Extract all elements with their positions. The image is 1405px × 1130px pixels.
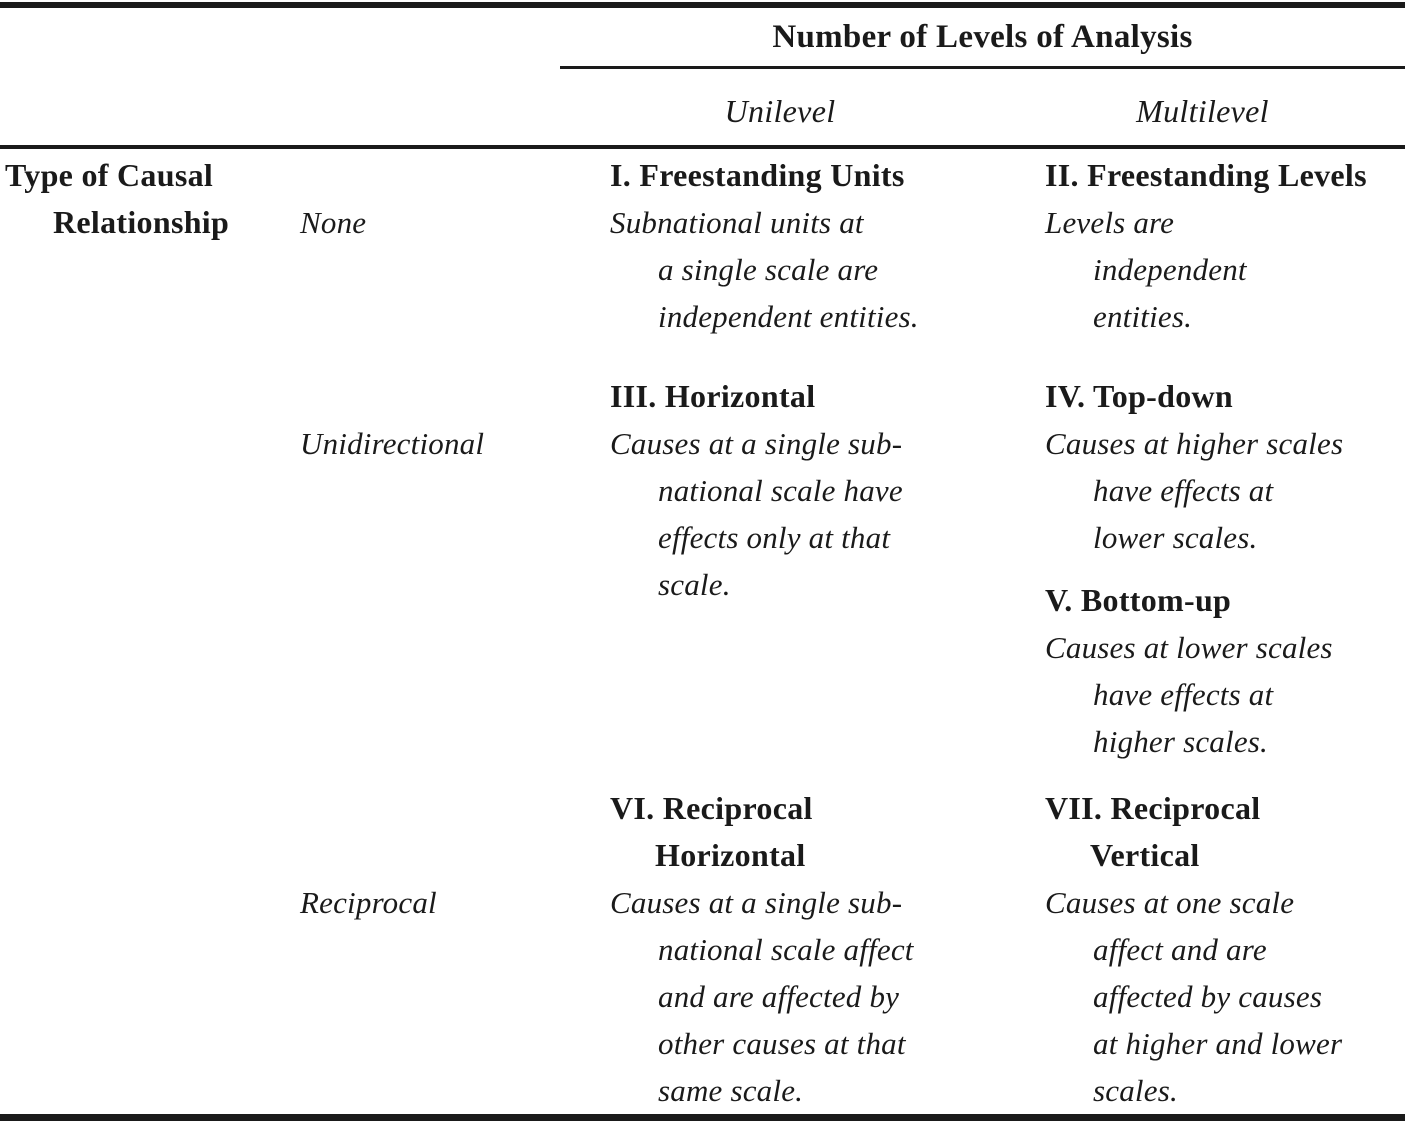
block-iv-top-down: IV. Top-down Causes at higher scales hav…	[1045, 373, 1405, 561]
desc-line: independent entities.	[658, 299, 919, 334]
table-row-reciprocal: Reciprocal VI. Reciprocal Horizontal Cau…	[0, 785, 1405, 1114]
desc-line: other causes at that	[658, 1026, 906, 1061]
table-row-unidirectional: Unidirectional III. Horizontal Causes at…	[0, 373, 1405, 765]
row-axis-title-line1: Type of Causal	[5, 157, 214, 193]
desc-line: have effects at	[1093, 473, 1274, 508]
column-header-multilevel: Multilevel	[1136, 93, 1269, 129]
desc-line: affected by causes	[1093, 979, 1323, 1014]
block-heading: V. Bottom-up	[1045, 582, 1232, 618]
cell-multilevel-unidirectional: IV. Top-down Causes at higher scales hav…	[1000, 373, 1405, 765]
block-heading: VII. Reciprocal	[1045, 790, 1261, 826]
desc-line: Subnational units at	[610, 205, 864, 240]
block-heading: VI. Reciprocal	[610, 790, 813, 826]
cell-multilevel-none: II. Freestanding Levels Levels are indep…	[1000, 152, 1405, 340]
row-label-reciprocal: Reciprocal	[300, 885, 437, 920]
desc-line: independent	[1093, 252, 1247, 287]
desc-line: a single scale are	[658, 252, 879, 287]
desc-line: national scale have	[658, 473, 903, 508]
block-vii-reciprocal-vertical: VII. Reciprocal Vertical Causes at one s…	[1045, 785, 1405, 1114]
block-vi-reciprocal-horizontal: VI. Reciprocal Horizontal Causes at a si…	[610, 785, 1000, 1114]
row-label-unidirectional: Unidirectional	[300, 426, 485, 461]
top-rule	[0, 2, 1405, 8]
column-group-underline	[560, 66, 1405, 69]
desc-line: affect and are	[1093, 932, 1267, 967]
desc-line: scales.	[1093, 1073, 1178, 1108]
row-axis-title-line2: Relationship	[53, 204, 230, 240]
block-iii-horizontal: III. Horizontal Causes at a single sub- …	[610, 373, 1000, 608]
desc-line: national scale affect	[658, 932, 914, 967]
header-bottom-rule	[0, 145, 1405, 149]
cell-multilevel-reciprocal: VII. Reciprocal Vertical Causes at one s…	[1000, 785, 1405, 1114]
desc-line: Causes at higher scales	[1045, 426, 1344, 461]
desc-line: Causes at lower scales	[1045, 630, 1333, 665]
table-row-none: Type of Causal Relationship None I. Free…	[0, 152, 1405, 340]
cell-unilevel-none: I. Freestanding Units Subnational units …	[560, 152, 1000, 340]
block-v-bottom-up: V. Bottom-up Causes at lower scales have…	[1045, 577, 1405, 765]
block-heading-line2: Vertical	[1090, 837, 1200, 873]
block-heading: II. Freestanding Levels	[1045, 157, 1367, 193]
desc-line: scale.	[658, 567, 731, 602]
column-header-unilevel: Unilevel	[724, 93, 836, 129]
desc-line: effects only at that	[658, 520, 891, 555]
block-ii-freestanding-levels: II. Freestanding Levels Levels are indep…	[1045, 152, 1405, 340]
desc-line: Causes at one scale	[1045, 885, 1295, 920]
block-heading-line2: Horizontal	[655, 837, 806, 873]
block-heading: I. Freestanding Units	[610, 157, 905, 193]
column-group-header: Number of Levels of Analysis	[772, 19, 1193, 55]
desc-line: Causes at a single sub-	[610, 885, 903, 920]
desc-line: and are affected by	[658, 979, 900, 1014]
block-heading: III. Horizontal	[610, 378, 816, 414]
desc-line: higher scales.	[1093, 724, 1268, 759]
table-body: Type of Causal Relationship None I. Free…	[0, 152, 1405, 1114]
desc-line: lower scales.	[1093, 520, 1258, 555]
bottom-rule	[0, 1114, 1405, 1121]
row-label-none: None	[300, 205, 367, 240]
row-axis-title: Type of Causal Relationship	[0, 152, 300, 246]
desc-line: at higher and lower	[1093, 1026, 1343, 1061]
block-heading: IV. Top-down	[1045, 378, 1234, 414]
desc-line: Levels are	[1045, 205, 1175, 240]
desc-line: Causes at a single sub-	[610, 426, 903, 461]
desc-line: have effects at	[1093, 677, 1274, 712]
desc-line: entities.	[1093, 299, 1193, 334]
desc-line: same scale.	[658, 1073, 804, 1108]
cell-unilevel-reciprocal: VI. Reciprocal Horizontal Causes at a si…	[560, 785, 1000, 1114]
block-i-freestanding-units: I. Freestanding Units Subnational units …	[610, 152, 1000, 340]
cell-unilevel-unidirectional: III. Horizontal Causes at a single sub- …	[560, 373, 1000, 608]
